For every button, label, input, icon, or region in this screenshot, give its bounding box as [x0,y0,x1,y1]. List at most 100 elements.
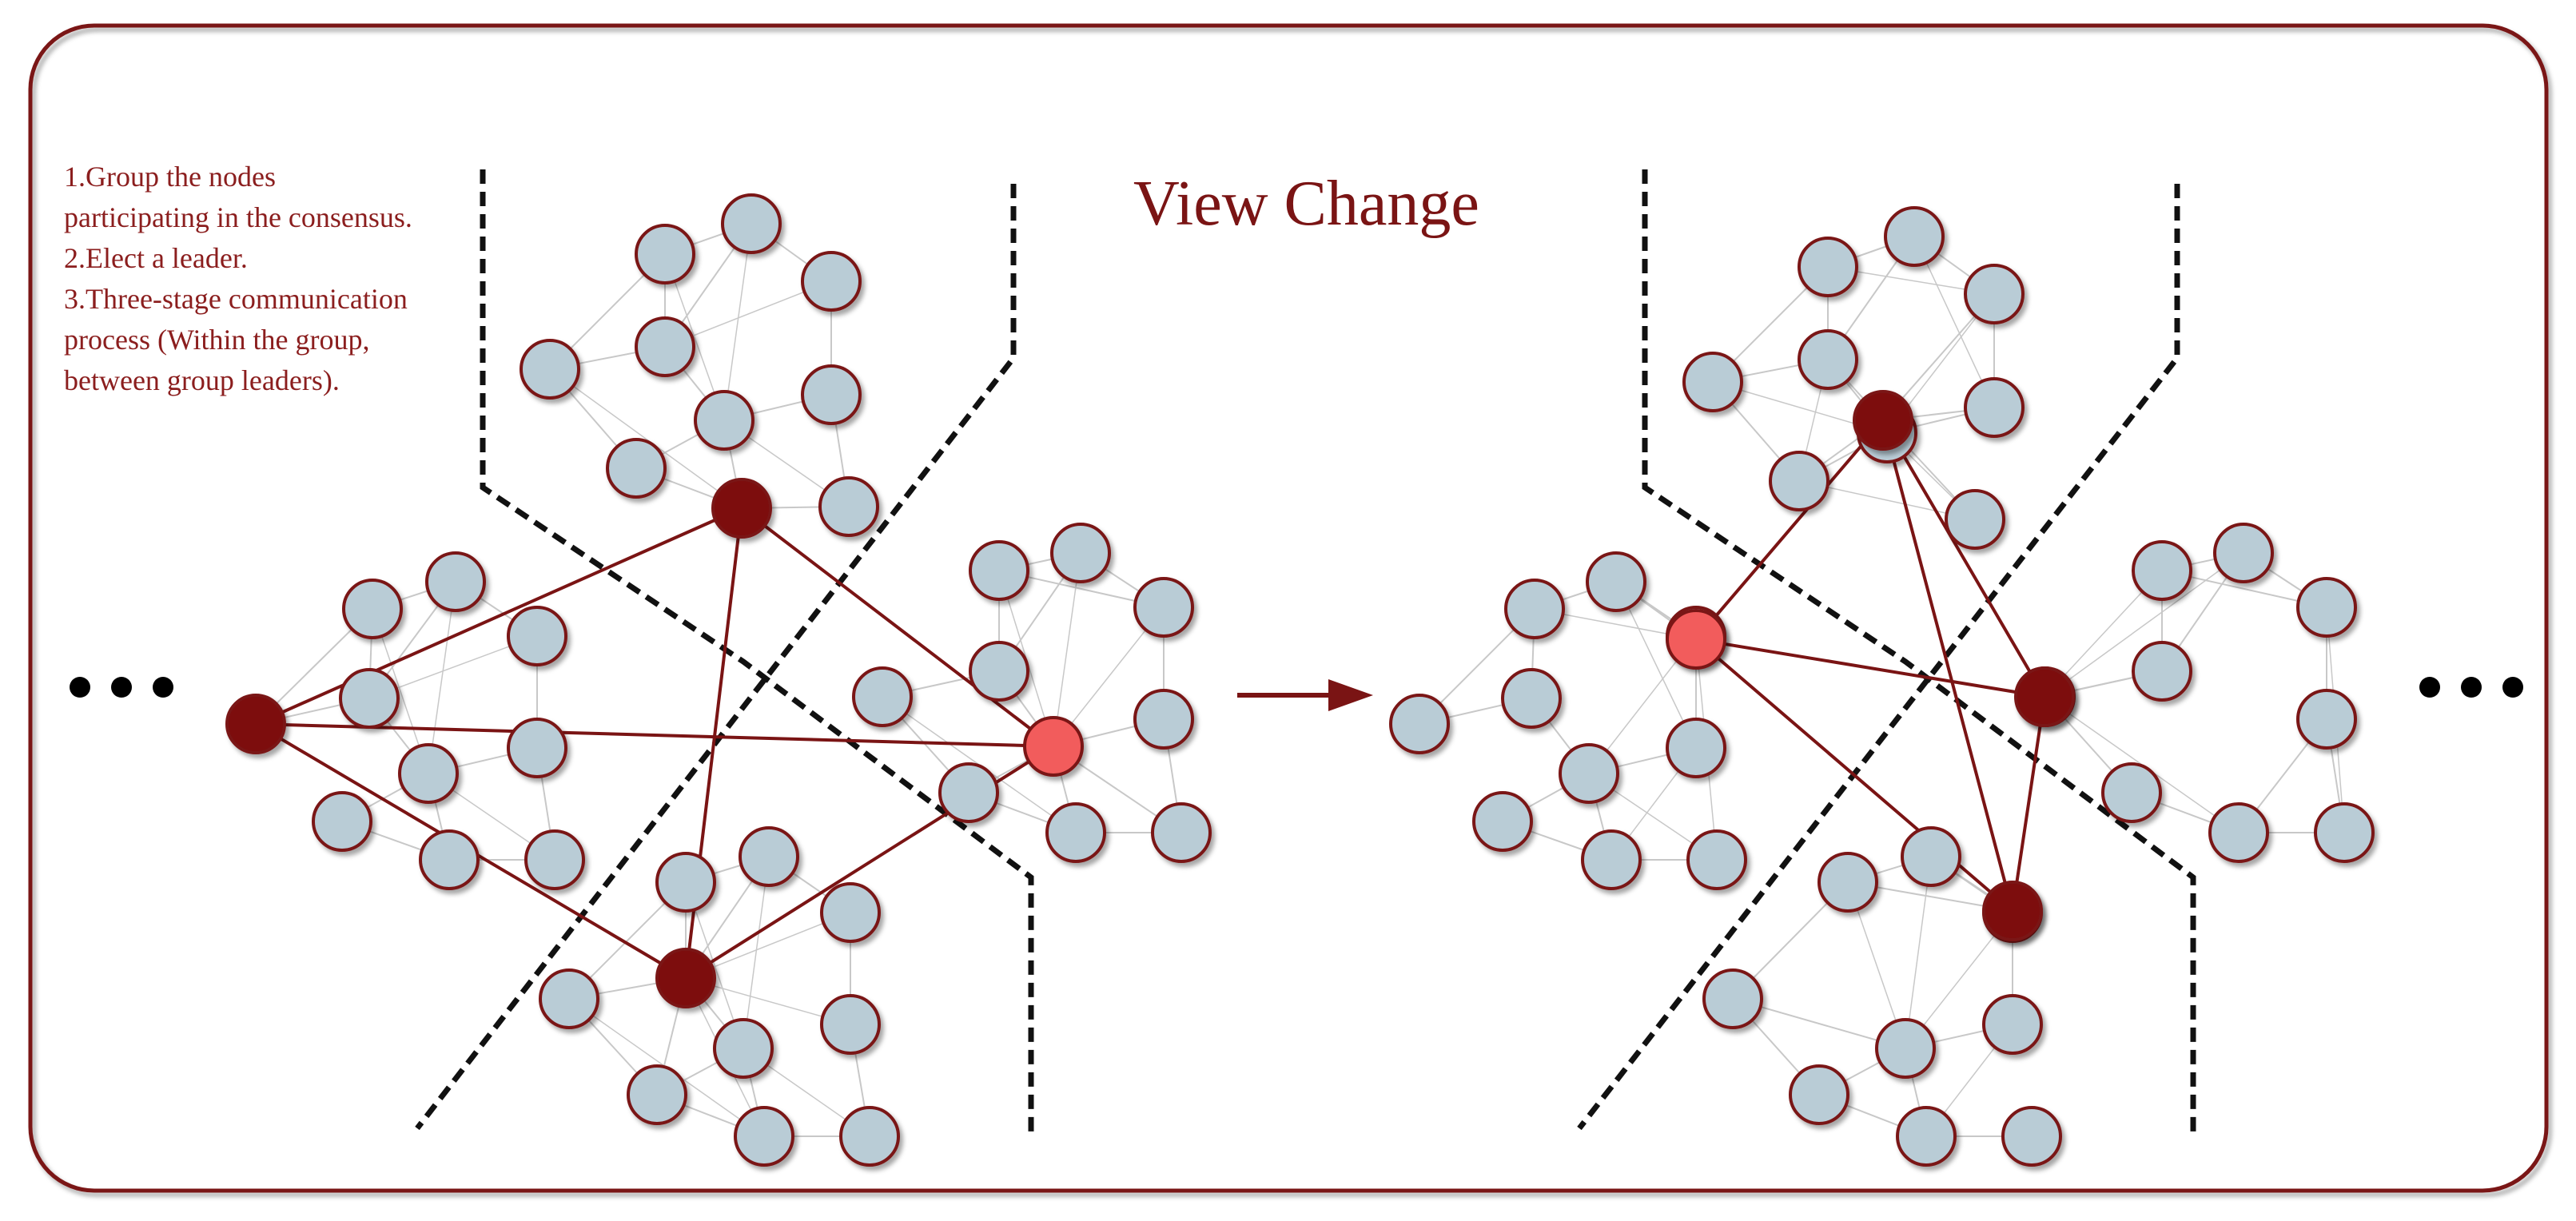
leader-link [2011,696,2046,912]
step-line: 2.Elect a leader. [64,242,248,274]
leader-node [655,948,716,1008]
intra-link [1053,552,1081,747]
replica-node [1901,826,1961,887]
replica-node [1769,451,1829,511]
replica-node [2132,540,2192,601]
nodes [225,193,2375,1167]
replica-node [1798,329,1858,390]
replica-node [425,551,486,612]
step-line: 3.Three-stage communication [64,283,408,315]
replica-node [606,438,667,499]
step-line: participating in the consensus. [64,201,412,233]
replica-node [1045,802,1106,863]
replica-node [820,994,881,1055]
replica-node [312,791,372,852]
replica-node [739,826,799,887]
replica-node [342,579,403,639]
replica-node [694,390,754,451]
replica-node [801,364,862,425]
replica-node [1964,264,2025,324]
replica-node [1472,791,1533,852]
leader-node [711,478,772,539]
group-boundaries [415,169,2196,1135]
intra-link [1913,236,1995,408]
replica-node [2001,1106,2062,1167]
replica-node [524,829,585,890]
ellipsis-left-icon [70,677,173,698]
replica-node [1501,668,1562,729]
replica-node [1666,718,1726,778]
primary-node [1666,609,1726,670]
replica-node [818,476,879,537]
group-boundary [1577,184,2180,1131]
frame-border [28,23,2549,1193]
replica-node [2314,802,2375,863]
steps-caption: 1.Group the nodes participating in the c… [64,157,512,401]
arrow-right-icon [1237,679,1373,711]
replica-node [2208,802,2269,863]
replica-node [1389,694,1450,754]
leader-node [2014,666,2075,727]
replica-node [1504,579,1565,639]
replica-node [1875,1018,1936,1079]
replica-node [721,193,782,254]
replica-node [1686,829,1747,890]
step-line: 1.Group the nodes [64,161,276,193]
leader-link [1695,638,2045,698]
replica-node [713,1018,774,1079]
replica-node [1050,523,1111,583]
leader-link [255,507,743,726]
replica-node [820,882,881,943]
replica-node [520,339,580,400]
diagram-title: View Change [1133,169,1479,239]
replica-node [1682,352,1743,412]
leader-link [1881,420,2014,912]
replica-node [801,251,862,312]
replica-node [655,852,716,913]
replica-node [1896,1106,1957,1167]
replica-node [2296,577,2357,638]
replica-node [1789,1064,1849,1125]
replica-node [1818,852,1878,913]
primary-node [1023,716,1084,777]
replica-node [852,666,913,727]
replica-node [1586,551,1646,612]
intra-link [428,581,456,774]
step-line: process (Within the group, [64,324,370,356]
replica-node [635,316,695,377]
replica-node [507,606,567,666]
intra-link [549,368,743,509]
replica-node [1884,206,1945,267]
replica-node [1559,743,1619,804]
replica-node [2101,762,2162,823]
leader-link [255,722,1054,748]
group-boundary [480,169,1034,1135]
leader-node [225,694,286,754]
replica-node [1945,489,2005,550]
replica-node [2132,641,2192,702]
intra-link [723,223,752,421]
replica-node [635,224,695,284]
replica-node [1581,829,1642,890]
replica-node [507,718,567,778]
replica-node [839,1106,900,1167]
replica-node [2213,523,2274,583]
replica-node [938,762,999,823]
replica-node [398,743,459,804]
group-boundary [1642,169,2196,1135]
group-boundary [415,184,1017,1131]
step-line: between group leaders). [64,364,340,396]
replica-node [1798,237,1858,297]
replica-node [539,968,599,1029]
replica-node [1133,577,1194,638]
leader-node [1853,390,1913,451]
replica-node [1964,377,2025,438]
intra-link [2044,552,2244,698]
replica-node [1982,994,2043,1055]
replica-node [339,668,400,729]
replica-node [734,1106,794,1167]
replica-node [419,829,480,890]
intra-link [1615,581,1697,749]
